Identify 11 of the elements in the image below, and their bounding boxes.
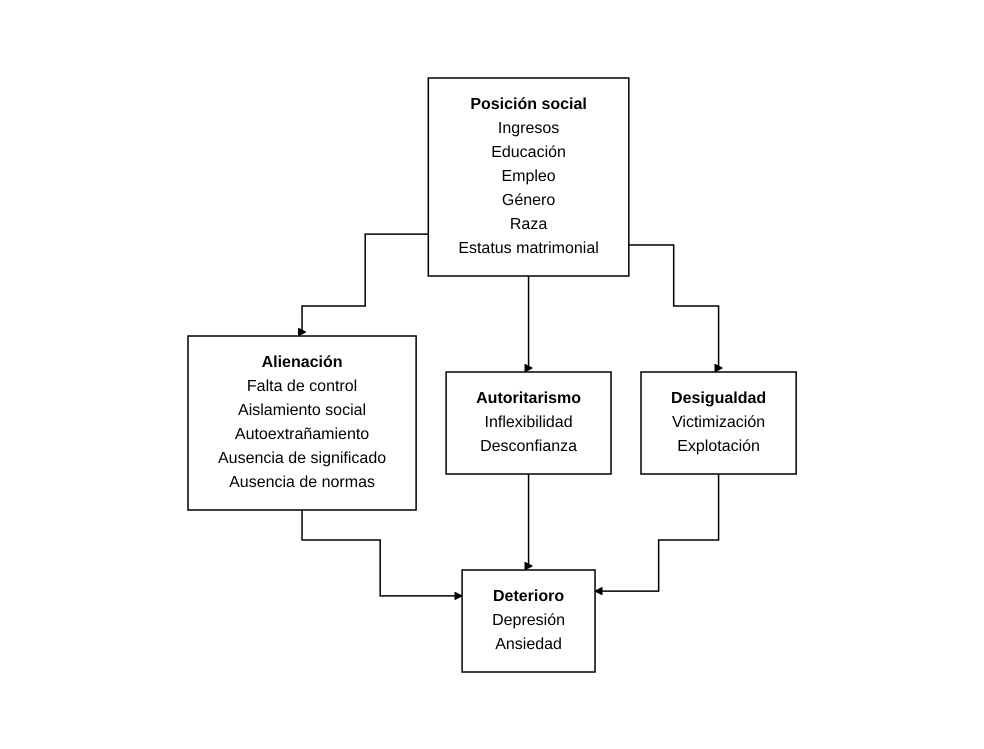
node-box: Autoritarismo Inflexibilidad Desconfianza [445, 370, 612, 474]
arrow [628, 244, 723, 372]
node-box: Desigualdad Victimización Explotación [640, 370, 797, 474]
node-box: Deterioro Depresión Ansiedad [461, 568, 596, 672]
arrow [298, 232, 428, 336]
arrow [524, 274, 533, 372]
node-box: Alienación Falta de control Aislamiento social Autoextrañamiento Ausencia de significado Ausencia de normas [187, 334, 417, 510]
arrow [301, 508, 463, 600]
arrow [594, 472, 720, 595]
node-box: Posición social Ingresos Educación Empleo Género Raza Estatus matrimonial [427, 76, 630, 276]
arrow [524, 472, 533, 570]
